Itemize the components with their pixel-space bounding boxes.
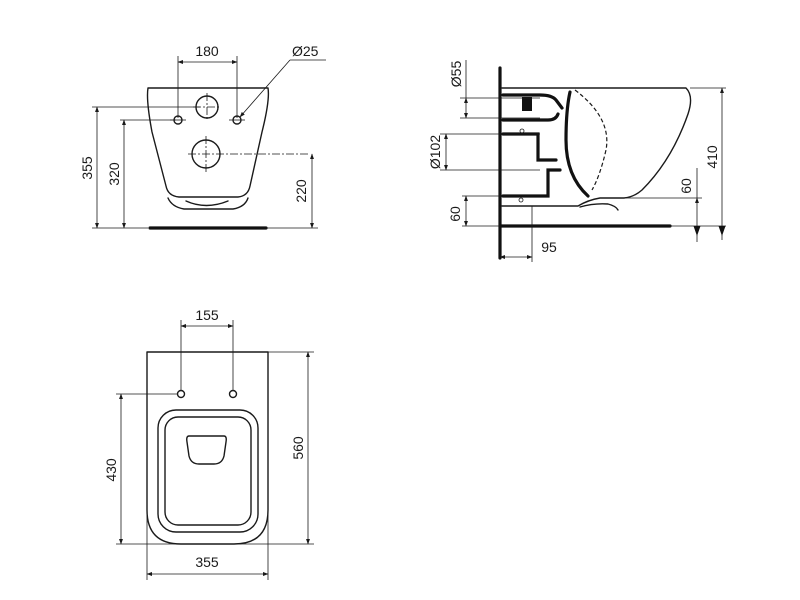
leader-d25 (239, 59, 291, 118)
side-inlet-pipe-lower (501, 112, 560, 122)
side-trap-thick (564, 90, 590, 198)
side-inlet-pipe (501, 93, 564, 110)
top-seat-outer (157, 409, 259, 533)
front-view: 180 Ø25 355 320 220 (79, 43, 326, 230)
dim-label-d55: Ø55 (448, 61, 464, 88)
side-marker-bottom (518, 197, 524, 203)
dim-label-560: 560 (290, 436, 306, 460)
dim-label-355: 355 (79, 156, 95, 180)
top-bowl-opening (186, 435, 227, 465)
dim-label-95: 95 (541, 239, 557, 255)
front-rim-inner (185, 200, 229, 207)
dim-label-430: 430 (103, 458, 119, 482)
dim-410-arrow-bottom (718, 226, 726, 236)
dim-label-220: 220 (293, 179, 309, 203)
side-bowl-outline (501, 87, 692, 207)
side-marker-top (519, 128, 525, 134)
dim-label-60-left: 60 (447, 206, 463, 222)
top-fixing-right (228, 389, 238, 399)
side-bowl-dashed (574, 89, 608, 191)
side-outlet-lower (501, 168, 562, 198)
front-bowl-outline (146, 87, 270, 198)
dim-label-410: 410 (704, 145, 720, 169)
side-view: Ø55 Ø102 60 410 60 95 (427, 60, 726, 262)
front-rim-base (167, 197, 249, 210)
dim-label-320: 320 (106, 162, 122, 186)
dim-60r-arrow-bottom (693, 226, 701, 236)
dim-label-180: 180 (195, 43, 219, 59)
dim-label-d25: Ø25 (292, 43, 319, 59)
side-outlet-upper (501, 132, 558, 162)
top-view: 155 430 560 355 (103, 307, 314, 580)
side-inlet-fitting (522, 97, 532, 111)
side-bowl-underside (579, 203, 619, 211)
dim-label-d102: Ø102 (427, 135, 443, 169)
dim-label-155: 155 (195, 307, 219, 323)
top-seat-inner (164, 416, 252, 526)
dim-label-355-width: 355 (195, 554, 219, 570)
dim-label-60-right: 60 (678, 178, 694, 194)
top-fixing-left (176, 389, 186, 399)
